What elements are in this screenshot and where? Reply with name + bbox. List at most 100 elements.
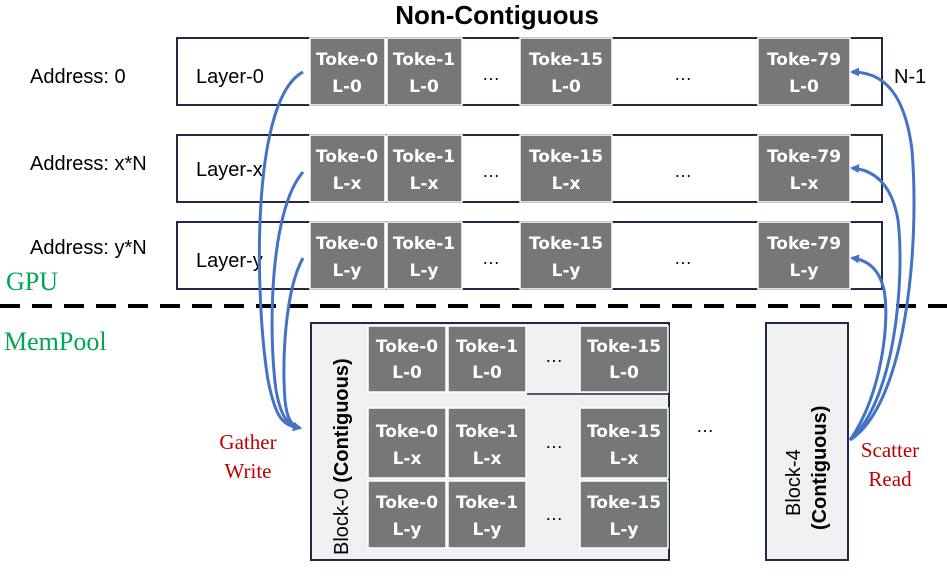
pool-token-cell — [447, 407, 527, 479]
token-layer: L-x — [333, 174, 362, 194]
token-cell — [309, 221, 386, 290]
token-cell — [519, 134, 613, 203]
token-layer: L-0 — [609, 363, 639, 383]
gather-label-line1: Gather — [219, 430, 276, 454]
token-layer: L-y — [393, 520, 422, 540]
token-name: Toke-1 — [393, 147, 455, 167]
token-cell — [309, 37, 386, 106]
pool-token-cell — [579, 325, 669, 393]
token-cell — [757, 37, 851, 106]
token-layer: L-x — [552, 174, 581, 194]
layer-label: Layer-y — [196, 250, 263, 272]
token-name: Toke-1 — [456, 493, 518, 513]
ellipsis: … — [545, 504, 563, 524]
gather-label-line2: Write — [225, 459, 272, 483]
address-label: Address: 0 — [30, 66, 126, 88]
ellipsis: … — [482, 161, 500, 181]
scatter-arrow-row1 — [849, 164, 902, 442]
layer-label: Layer-x — [196, 159, 263, 181]
token-layer: L-y — [610, 520, 639, 540]
token-name: Toke-0 — [376, 422, 438, 442]
gather-arrow-row0 — [257, 70, 304, 432]
gather-arrow-row2 — [282, 257, 305, 431]
token-cell — [757, 134, 851, 203]
gpu-row-1: Address: x*N Layer-x Toke-0 L-x Toke-1 L… — [30, 134, 883, 203]
scatter-arrow-row2 — [848, 254, 888, 441]
pool-token-cell — [367, 325, 447, 393]
layer-label: Layer-0 — [196, 66, 264, 88]
block-4-frame — [765, 322, 849, 561]
token-name: Toke-79 — [767, 234, 841, 254]
token-layer: L-0 — [789, 77, 819, 97]
ellipsis: … — [674, 248, 692, 268]
token-cell — [386, 134, 463, 203]
ellipsis: … — [674, 161, 692, 181]
scatter-arrow-row0 — [849, 67, 916, 442]
token-name: Toke-1 — [456, 337, 518, 357]
diagram-title: Non-Contiguous — [395, 0, 599, 30]
token-layer: L-y — [790, 261, 819, 281]
address-label: Address: x*N — [30, 153, 147, 175]
token-name: Toke-15 — [587, 337, 661, 357]
mempool-block-0: Block-0 (Contiguous) Toke-0 L-0 Toke-1 L… — [310, 322, 670, 561]
pool-token-cell — [367, 480, 447, 549]
token-layer: L-y — [410, 261, 439, 281]
pool-token-cell — [447, 480, 527, 549]
token-cell — [519, 221, 613, 290]
token-layer: L-x — [410, 174, 439, 194]
token-layer: L-0 — [551, 77, 581, 97]
token-layer: L-x — [790, 174, 819, 194]
token-name: Toke-0 — [376, 337, 438, 357]
token-layer: L-x — [473, 449, 502, 469]
ellipsis: … — [482, 248, 500, 268]
token-name: Toke-1 — [456, 422, 518, 442]
token-layer: L-x — [393, 449, 422, 469]
ellipsis: … — [482, 64, 500, 84]
token-layer: L-0 — [332, 77, 362, 97]
token-name: Toke-0 — [316, 50, 378, 70]
block-4-label-line1: Block-4 — [783, 449, 805, 516]
gpu-row-2: Address: y*N Layer-y Toke-0 L-y Toke-1 L… — [30, 221, 883, 290]
token-name: Toke-15 — [529, 234, 603, 254]
token-name: Toke-15 — [587, 422, 661, 442]
ellipsis: … — [545, 346, 563, 366]
pool-token-cell — [447, 325, 527, 393]
token-layer: L-y — [473, 520, 502, 540]
token-name: Toke-1 — [393, 50, 455, 70]
token-name: Toke-0 — [316, 147, 378, 167]
token-cell — [386, 221, 463, 290]
token-name: Toke-0 — [316, 234, 378, 254]
token-name: Toke-1 — [393, 234, 455, 254]
gather-arrow-row1 — [270, 171, 305, 431]
token-name: Toke-79 — [767, 147, 841, 167]
token-name: Toke-0 — [376, 493, 438, 513]
token-layer: L-0 — [409, 77, 439, 97]
token-layer: L-0 — [472, 363, 502, 383]
pool-token-cell — [579, 407, 669, 479]
mempool-block-4: Block-4 (Contiguous) — [765, 322, 849, 561]
token-layer: L-y — [333, 261, 362, 281]
token-cell — [309, 134, 386, 203]
token-layer: L-y — [552, 261, 581, 281]
ellipsis: … — [674, 64, 692, 84]
token-cell — [519, 37, 613, 106]
mempool-label: MemPool — [4, 327, 107, 356]
gpu-row-0: Address: 0 Layer-0 Toke-0 L-0 Toke-1 L-0… — [30, 37, 926, 106]
token-name: Toke-15 — [529, 50, 603, 70]
address-label: Address: y*N — [30, 237, 147, 259]
token-cell — [757, 221, 851, 290]
scatter-label-line1: Scatter — [861, 438, 919, 462]
block-0-label: Block-0 (Contiguous) — [331, 358, 353, 555]
ellipsis: … — [545, 432, 563, 452]
end-label: N-1 — [894, 66, 926, 88]
token-name: Toke-15 — [587, 493, 661, 513]
gpu-label: GPU — [6, 267, 58, 296]
pool-token-cell — [579, 480, 669, 549]
token-layer: L-0 — [392, 363, 422, 383]
token-cell — [386, 37, 463, 106]
pool-token-cell — [367, 407, 447, 479]
block-4-label-line2: (Contiguous) — [809, 406, 831, 530]
token-name: Toke-79 — [767, 50, 841, 70]
